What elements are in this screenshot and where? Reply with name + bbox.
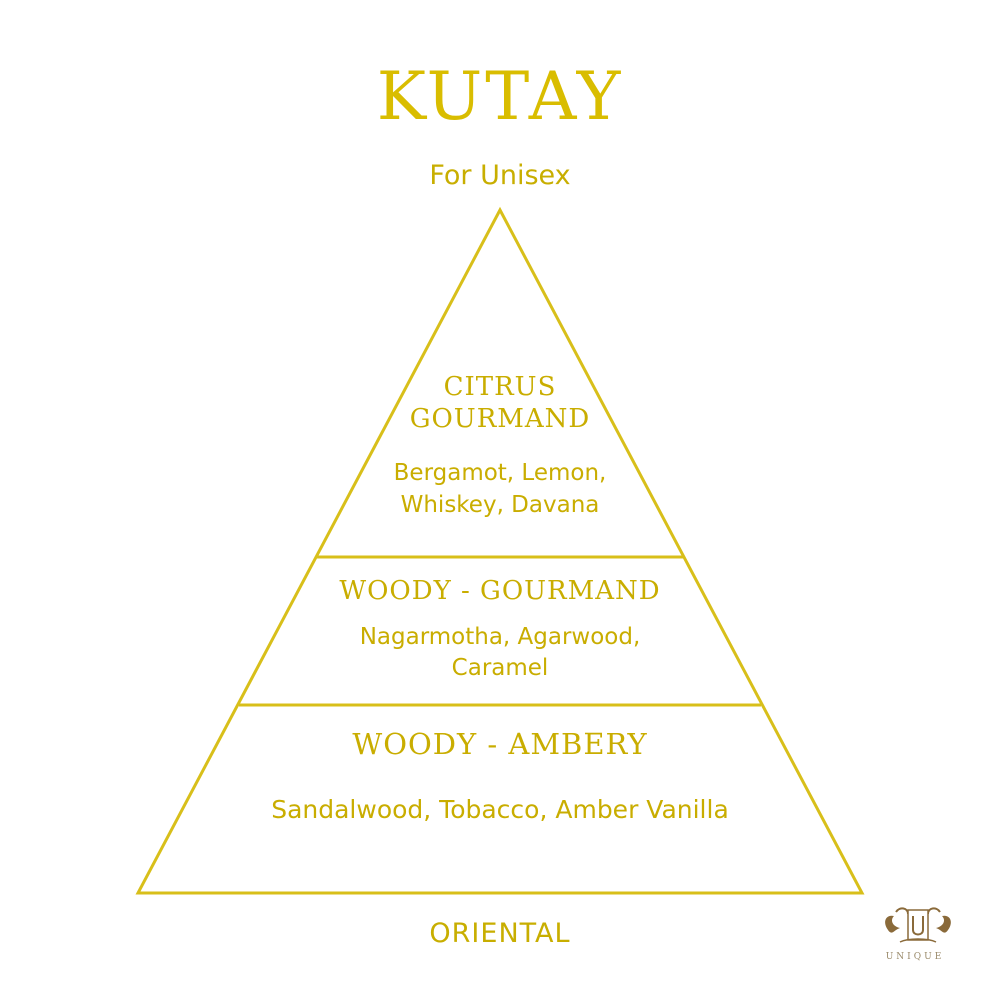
brand-name: UNIQUE (885, 952, 945, 962)
fragrance-title: KUTAY (376, 58, 624, 135)
tier-top-notes-line1: Bergamot, Lemon, (393, 460, 607, 486)
pyramid-outline (135, 206, 865, 895)
tier-middle-notes-line1: Nagarmotha, Agarwood, (359, 624, 641, 650)
tier-top-notes-line2: Whiskey, Davana (400, 492, 600, 518)
tier-middle-title: WOODY - GOURMAND (339, 576, 661, 606)
tier-middle-notes-line2: Caramel (451, 655, 549, 681)
brand-crest-icon (885, 907, 951, 943)
tier-bottom-notes: Sandalwood, Tobacco, Amber Vanilla (271, 795, 729, 824)
tier-top-title-line1: CITRUS (443, 372, 557, 402)
tier-bottom-title: WOODY - AMBERY (352, 727, 648, 761)
fragrance-subtitle: For Unisex (429, 160, 571, 191)
brand-logo (878, 900, 958, 970)
tier-top-title-line2: GOURMAND (409, 404, 591, 434)
fragrance-family-label: ORIENTAL (429, 918, 571, 949)
